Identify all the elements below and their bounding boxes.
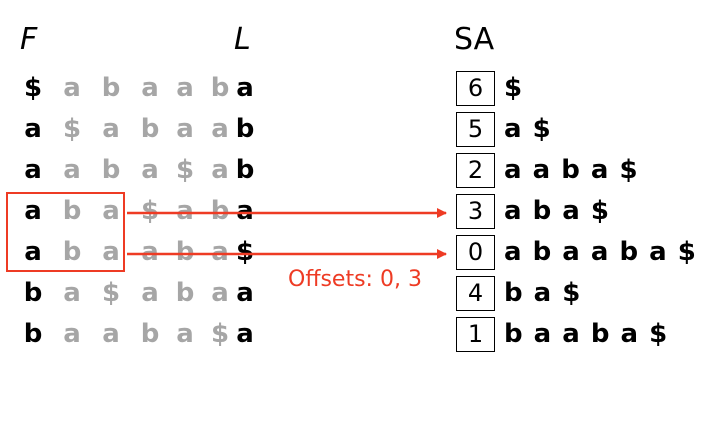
rotation-char: a <box>141 237 159 267</box>
l-char: a <box>236 196 254 226</box>
suffix-text: b a a b a $ <box>504 319 668 349</box>
l-char: $ <box>235 237 255 267</box>
rotation-char: b <box>101 73 121 103</box>
rotation-char: b <box>140 114 160 144</box>
suffix-text: a b a $ <box>504 196 609 226</box>
rotation-char: a <box>211 278 229 308</box>
highlight-box <box>6 192 125 272</box>
l-char: a <box>236 319 254 349</box>
rotation-char: a <box>176 196 194 226</box>
rotation-char: b <box>210 196 230 226</box>
sa-offset-cell: 0 <box>456 235 495 270</box>
rotation-char: $ <box>175 155 195 185</box>
suffix-text: a b a a b a $ <box>504 237 696 267</box>
rotation-char: $ <box>62 114 82 144</box>
rotation-char: a <box>102 319 120 349</box>
rotation-char: a <box>211 114 229 144</box>
rotation-char: b <box>101 155 121 185</box>
rotation-char: a <box>176 73 194 103</box>
rotation-char: b <box>175 237 195 267</box>
rotation-char: a <box>63 319 81 349</box>
rotation-char: a <box>211 155 229 185</box>
sa-offset-cell: 6 <box>456 71 495 106</box>
rotation-char: a <box>63 73 81 103</box>
f-char: $ <box>23 73 43 103</box>
rotation-char: a <box>176 319 194 349</box>
suffix-text: $ <box>504 73 523 103</box>
l-char: b <box>235 155 255 185</box>
rotation-char: a <box>102 196 120 226</box>
l-char: b <box>235 114 255 144</box>
rotation-char: a <box>102 114 120 144</box>
rotation-char: b <box>210 73 230 103</box>
rotation-char: b <box>62 237 82 267</box>
f-char: a <box>24 114 42 144</box>
sa-offset-cell: 5 <box>456 112 495 147</box>
sa-offset-cell: 4 <box>456 276 495 311</box>
rotation-char: a <box>141 73 159 103</box>
offsets-annotation: Offsets: 0, 3 <box>288 267 422 292</box>
rotation-char: $ <box>210 319 230 349</box>
rotation-char: a <box>102 237 120 267</box>
suffix-text: a $ <box>504 114 551 144</box>
l-char: a <box>236 73 254 103</box>
rotation-char: b <box>175 278 195 308</box>
rotation-char: b <box>62 196 82 226</box>
rotation-char: b <box>140 319 160 349</box>
suffix-text: b a $ <box>504 278 581 308</box>
suffix-text: a a b a $ <box>504 155 638 185</box>
rotation-char: a <box>176 114 194 144</box>
column-header-sa: SA <box>454 22 495 57</box>
f-char: a <box>24 155 42 185</box>
f-char: a <box>24 237 42 267</box>
f-char: b <box>23 278 43 308</box>
rotation-char: $ <box>140 196 160 226</box>
f-char: b <box>23 319 43 349</box>
sa-offset-cell: 1 <box>456 317 495 352</box>
rotation-char: a <box>211 237 229 267</box>
rotation-char: a <box>63 155 81 185</box>
f-char: a <box>24 196 42 226</box>
rotation-char: $ <box>101 278 121 308</box>
column-header-f: F <box>20 22 38 57</box>
l-char: a <box>236 278 254 308</box>
column-header-l: L <box>234 22 251 57</box>
sa-offset-cell: 3 <box>456 194 495 229</box>
rotation-char: a <box>141 155 159 185</box>
rotation-char: a <box>141 278 159 308</box>
sa-offset-cell: 2 <box>456 153 495 188</box>
rotation-char: a <box>63 278 81 308</box>
